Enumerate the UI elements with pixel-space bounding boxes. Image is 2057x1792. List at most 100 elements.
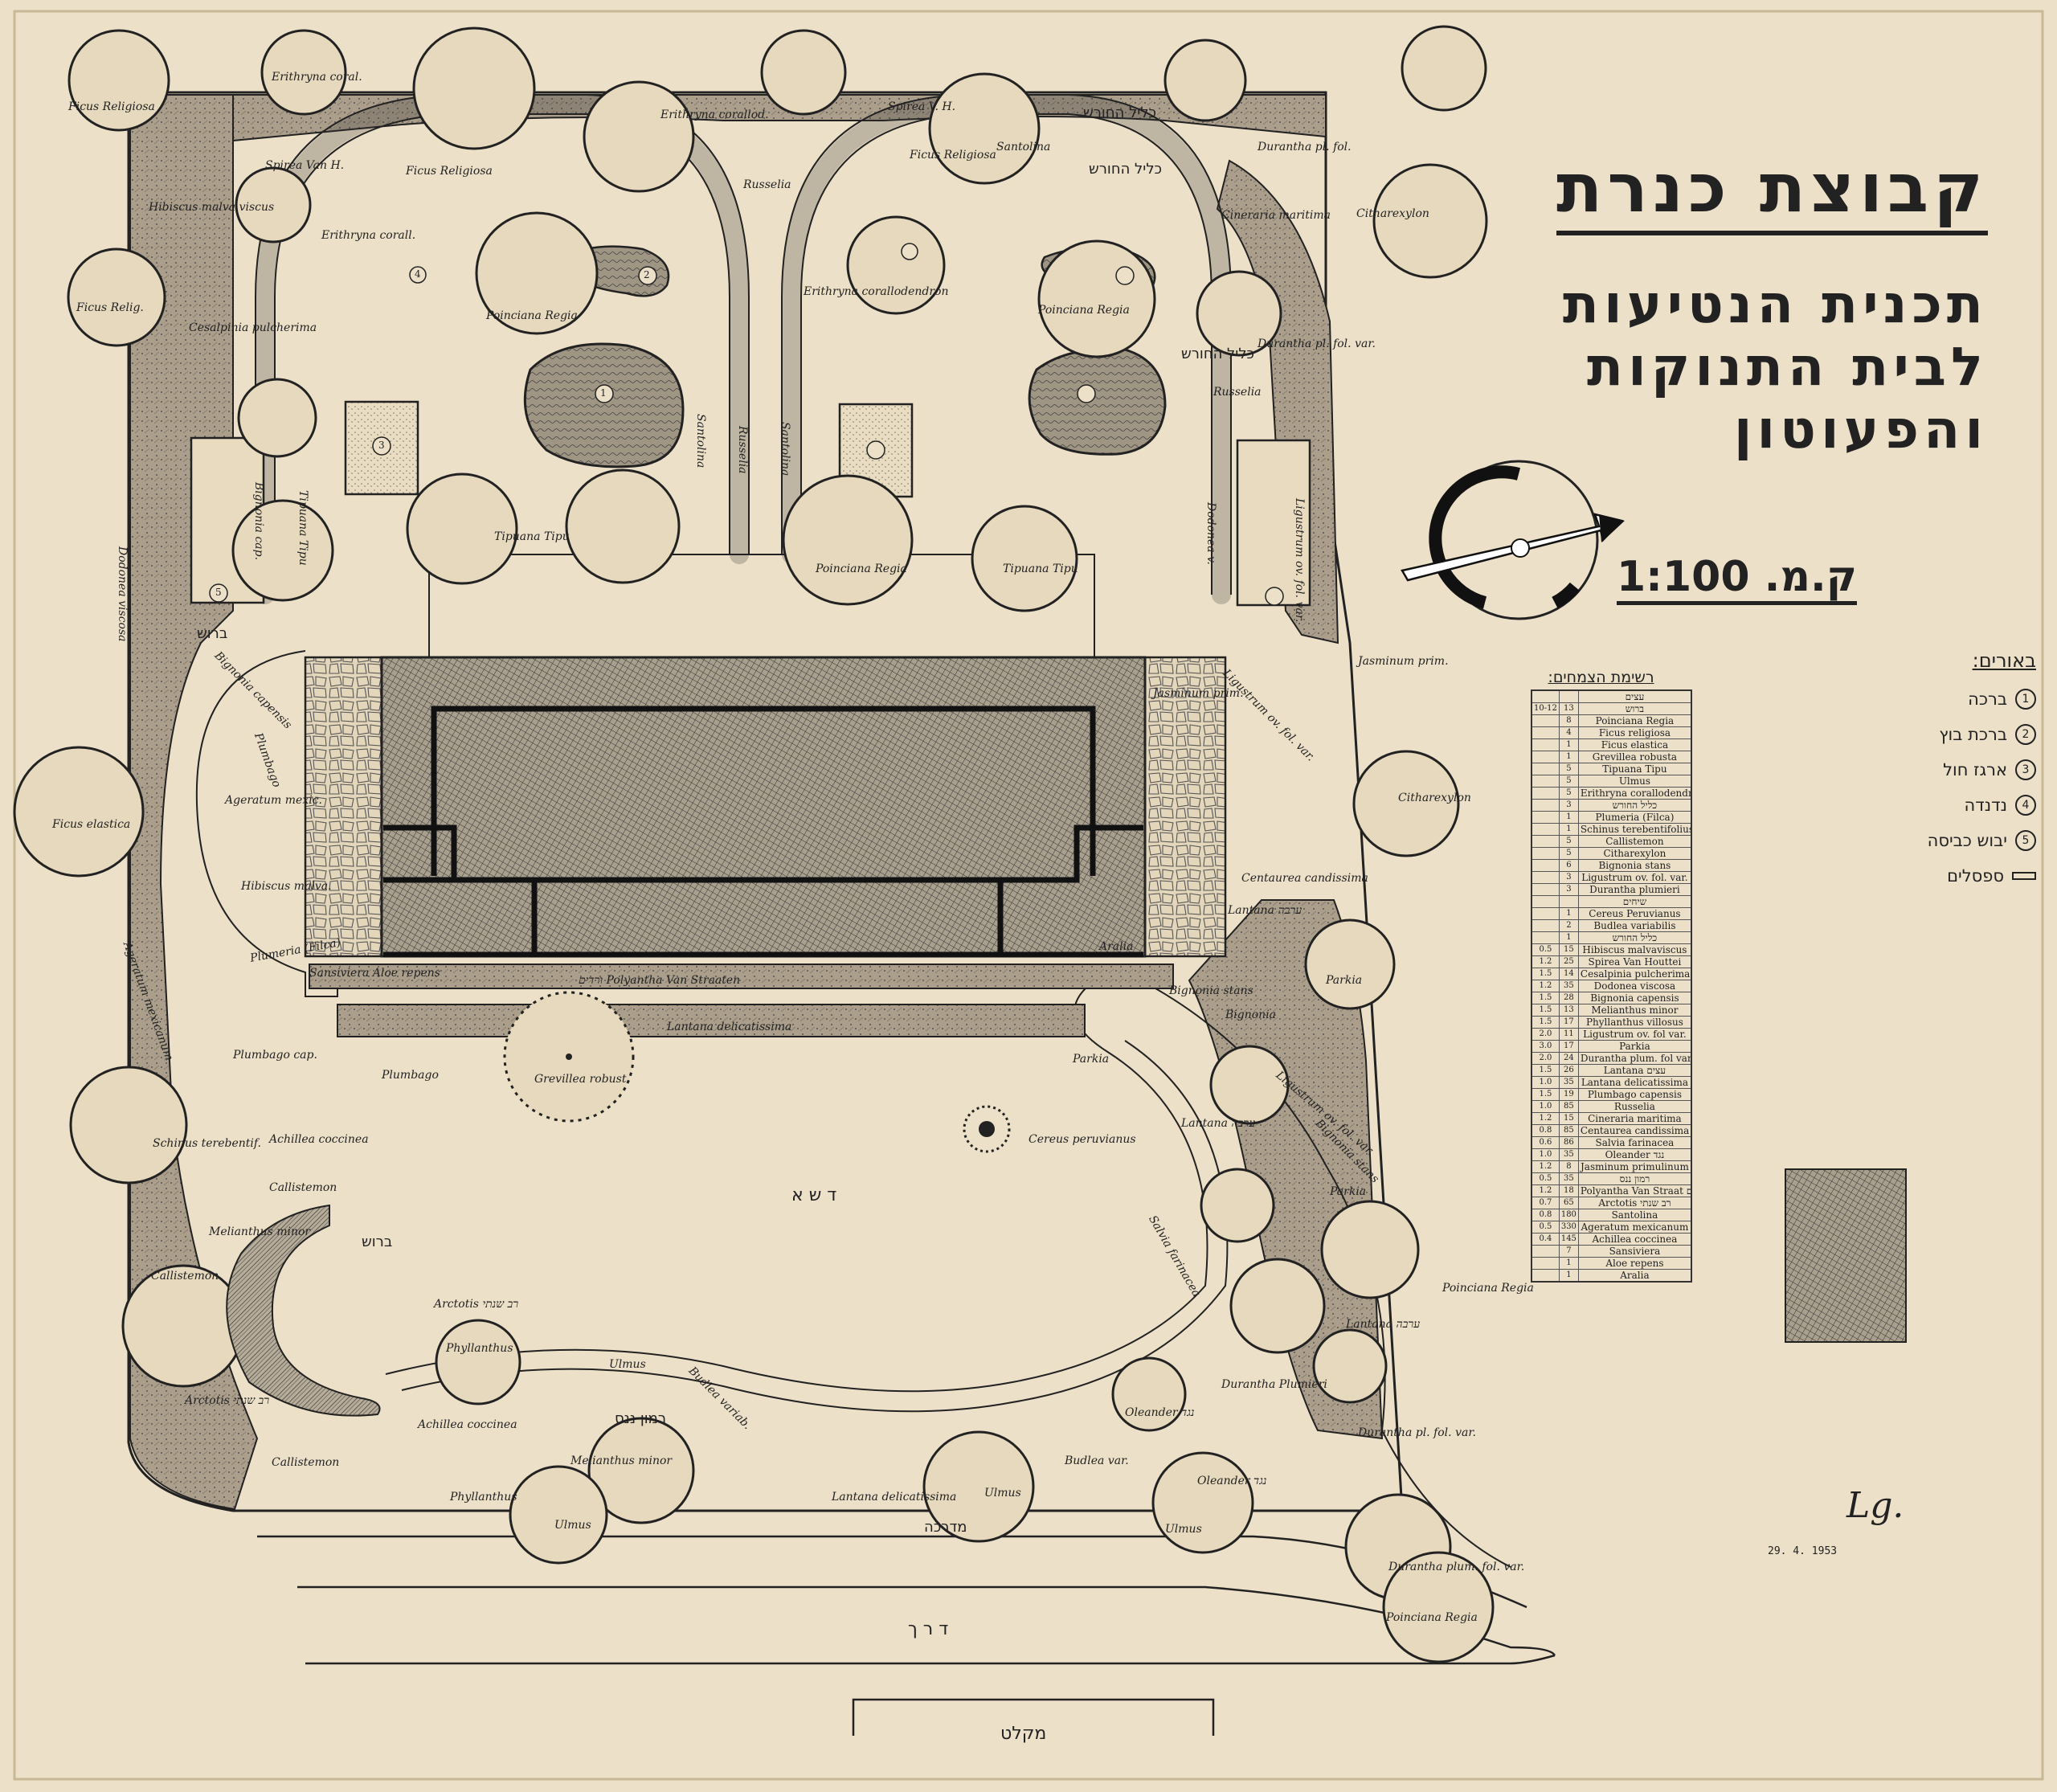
plan-label-tipuana-tipu-2: Tipuana Tipu	[1003, 563, 1078, 575]
plan-label-plumbago-2: Plumbago	[382, 1069, 439, 1082]
plan-label-durantha-top: Durantha pl. fol.	[1258, 141, 1352, 153]
building-terrace-left	[304, 656, 383, 958]
tree-canopy	[406, 473, 518, 585]
plan-label-ulmus-4: Ulmus	[1165, 1523, 1202, 1536]
plan-label-erithryna-corallod: Erithryna corallod.	[660, 108, 769, 121]
legend-label: יבוש כביסה	[1927, 831, 2007, 850]
road-far-edge	[305, 1654, 1556, 1665]
tree-canopy	[1372, 163, 1488, 279]
plant-height	[1531, 847, 1560, 860]
plant-height: 0.7	[1531, 1197, 1560, 1209]
bench-icon	[2012, 872, 2036, 880]
plan-label-poinciana-regia-2: Poinciana Regia	[1038, 304, 1130, 317]
plan-label-cineraria: Cineraria maritima	[1221, 209, 1331, 222]
plan-label-russelia-r: Russelia	[1213, 386, 1262, 399]
building-terrace-right	[1143, 656, 1227, 958]
plan-label-santolina-v2: Santolina	[779, 422, 791, 477]
plant-name: Dodonea viscosa	[1577, 980, 1692, 992]
plant-height: 0.5	[1531, 1221, 1560, 1234]
plant-count: 35	[1558, 1148, 1579, 1161]
plant-height: 0.4	[1531, 1233, 1560, 1246]
plant-height	[1531, 919, 1560, 932]
drying-yard-5-right	[1236, 439, 1311, 607]
plant-height	[1531, 738, 1560, 751]
plan-label-santolina-top: Santolina	[996, 141, 1051, 153]
tree-canopy	[121, 1264, 245, 1388]
plant-count: 11	[1558, 1028, 1579, 1041]
plant-count: 14	[1558, 968, 1579, 980]
tree-canopy	[69, 1066, 188, 1184]
plant-name: Bignonia capensis	[1577, 992, 1692, 1004]
legend-number: 1	[2015, 689, 2036, 710]
plan-label-hibiscus-malva: Hibiscus malva viscus	[149, 201, 275, 214]
plant-height	[1531, 895, 1560, 908]
pool-1-left	[523, 342, 685, 468]
plant-name: שיחים	[1577, 895, 1692, 908]
hatched-swatch	[1785, 1168, 1907, 1343]
plan-label-sansiviera-aloe: Sansiviera Aloe repens	[309, 967, 440, 980]
plan-label-polyantha: ורדים Polyantha Van Straaten	[579, 974, 741, 987]
plant-count: 24	[1558, 1052, 1579, 1065]
courtyard-fence	[428, 554, 1095, 659]
legend-header: באורים:	[1972, 649, 2036, 672]
plan-label-phyllanthus-2: Phyllanthus	[450, 1491, 517, 1504]
plan-label-ficus-religiosa-1: Ficus Religiosa	[406, 165, 493, 178]
drawing-date: 29. 4. 1953	[1768, 1545, 1838, 1557]
plant-name: רמון ננס	[1577, 1172, 1692, 1185]
tree-canopy	[412, 27, 536, 150]
plan-label-oleander-2: Oleander נגד	[1197, 1475, 1267, 1487]
cereus-shrub	[963, 1105, 1011, 1153]
tree-canopy	[1209, 1045, 1290, 1125]
plan-label-arctotis-2: Arctotis רב שנתי	[185, 1394, 270, 1407]
plant-name: Callistemon	[1577, 835, 1692, 848]
tree-canopy	[760, 29, 847, 116]
plant-name: Oleander נגד	[1577, 1148, 1692, 1161]
plan-label-callistemon-2: Callistemon	[151, 1270, 219, 1283]
plant-height	[1531, 714, 1560, 727]
plant-height	[1531, 787, 1560, 800]
legend-number: 4	[2015, 795, 2036, 816]
plan-label-callistemon-3: Callistemon	[272, 1456, 340, 1469]
plant-count: 19	[1558, 1088, 1579, 1101]
plant-name: Salvia farinacea	[1577, 1136, 1692, 1149]
plan-label-durantha-plumieri: Durantha Plumieri	[1221, 1378, 1327, 1391]
legend-item: ספסלים	[1875, 858, 2036, 894]
plant-count: 1	[1558, 751, 1579, 763]
plant-name: Centaurea candissima	[1577, 1124, 1692, 1137]
plant-count: 1	[1558, 811, 1579, 824]
tree-canopy	[1037, 239, 1156, 358]
plant-height: 1.5	[1531, 1004, 1560, 1017]
tree-canopy	[1111, 1356, 1187, 1432]
tree-canopy	[475, 211, 599, 335]
plant-name: Spirea Van Houttei	[1577, 955, 1692, 968]
plan-label-bignonia-stans: Bignonia stans	[1169, 984, 1253, 997]
plan-label-tipuana-tipu-v: Tipuana Tipu	[296, 490, 309, 566]
plant-name: Sansiviera	[1577, 1245, 1692, 1258]
tree-canopy	[231, 499, 334, 602]
tree-canopy	[1304, 919, 1396, 1010]
tree-canopy	[1229, 1258, 1326, 1354]
plant-height	[1531, 823, 1560, 836]
plant-name: עצים	[1577, 689, 1692, 703]
plant-count: 35	[1558, 1076, 1579, 1089]
plan-label-lantana-delic-2: Lantana delicatissima	[832, 1491, 957, 1504]
plant-name: Ligustrum ov. fol. var.	[1577, 871, 1692, 884]
legend-label: נדנדה	[1964, 796, 2007, 815]
plan-label-parkia-3: Parkia	[1330, 1185, 1367, 1198]
legend-item: 4 נדנדה	[1875, 788, 2036, 823]
